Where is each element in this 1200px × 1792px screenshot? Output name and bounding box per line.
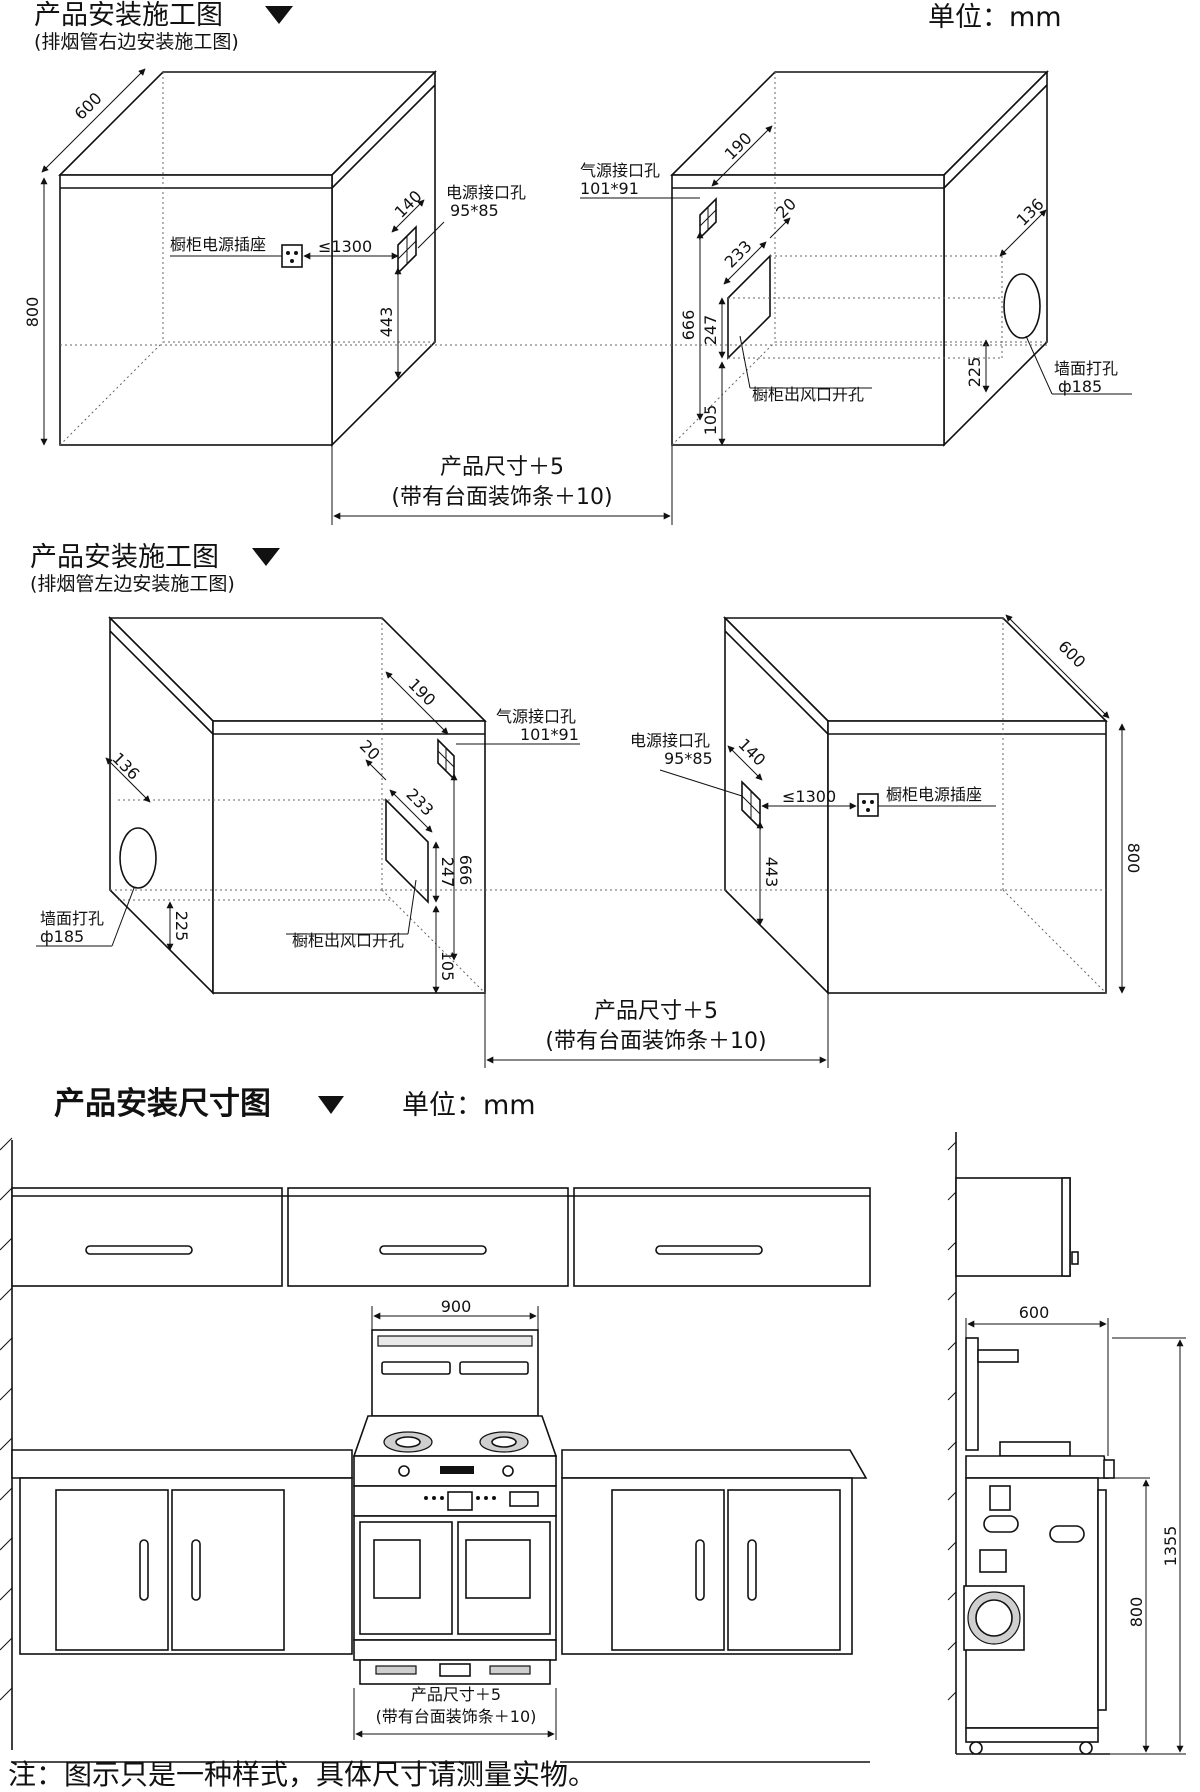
distance-dimension: ≤1300 <box>318 237 372 256</box>
gas-hole-label: 气源接口孔 <box>580 161 660 180</box>
stove-front <box>352 1329 558 1685</box>
cabinet-front-face <box>671 174 945 446</box>
wall-hole-icon <box>1003 273 1041 339</box>
power-hole-label: 电源接口孔 <box>446 183 526 202</box>
section1-subtitle: (排烟管右边安装施工图) <box>34 31 239 53</box>
section1-gap-dimension: 产品尺寸＋5 (带有台面装饰条＋10) <box>60 344 1047 525</box>
section3-caption-line1: 产品尺寸＋5 <box>411 1685 501 1704</box>
cabinet-front-face <box>827 720 1107 994</box>
side-upper-cabinet <box>955 1177 1071 1277</box>
side-depth-dimension: 600 <box>1019 1303 1050 1322</box>
cabinet-door <box>611 1489 725 1651</box>
section2-left-cabinet: 136 225 墙面打孔 ф185 233 20 190 气源接口孔 101*9… <box>36 616 580 995</box>
stove-cooktop <box>352 1415 558 1457</box>
knob-icon <box>502 1465 514 1477</box>
upper-cabinet-1 <box>11 1187 283 1287</box>
cabinet-door <box>171 1489 285 1651</box>
kitchen-side-view: 600 800 1355 <box>947 1132 1186 1755</box>
kitchen-front-view: 900 产品尺寸＋5 (带有台面装饰条＋10) <box>0 1137 871 1763</box>
section3-header: 产品安装尺寸图 单位：mm <box>54 1086 536 1122</box>
side-backsplash <box>965 1337 979 1451</box>
side-burner <box>999 1441 1071 1457</box>
vent-label: 橱柜出风口开孔 <box>292 931 404 950</box>
side-cooktop <box>965 1455 1109 1479</box>
wall-hole-size: ф185 <box>1058 377 1102 396</box>
power-hole-size: 95*85 <box>450 201 499 220</box>
cabinet-door <box>55 1489 169 1651</box>
section2-title-triangle-icon <box>252 548 280 566</box>
knob-icon <box>398 1465 410 1477</box>
distance-dimension: ≤1300 <box>782 787 836 806</box>
display-icon <box>440 1466 474 1474</box>
socket-label: 橱柜电源插座 <box>170 235 266 254</box>
gas-hole-label: 气源接口孔 <box>496 707 576 726</box>
footer-note: 注：图示只是一种样式，具体尺寸请测量实物。 <box>8 1758 596 1791</box>
cabinet-door <box>727 1489 841 1651</box>
wall-hole-size: ф185 <box>40 927 84 946</box>
wall-height: 225 <box>172 911 191 942</box>
vent-bottom: 105 <box>701 405 720 436</box>
section3-unit: 单位：mm <box>402 1090 536 1121</box>
depth-dimension: 600 <box>1054 637 1089 672</box>
section1-right-cabinet: 气源接口孔 101*91 190 233 20 666 247 105 橱柜出风… <box>580 70 1132 447</box>
socket-icon <box>281 244 303 268</box>
caster-icon <box>1079 1741 1093 1755</box>
depth-dimension: 600 <box>71 89 106 124</box>
vent-bottom: 105 <box>438 951 457 982</box>
side-valve-icon <box>989 1485 1011 1511</box>
section1-title: 产品安装施工图 <box>34 0 223 31</box>
cabinet-front-face <box>59 174 333 446</box>
wall-height: 225 <box>965 357 984 388</box>
socket-icon <box>857 793 879 817</box>
power-hole-height: 443 <box>377 307 396 338</box>
gas-hole-size: 101*91 <box>580 179 639 198</box>
section1-header: 产品安装施工图 (排烟管右边安装施工图) 单位：mm <box>34 0 1062 53</box>
section3-caption-line2: (带有台面装饰条＋10) <box>376 1707 537 1726</box>
section2-header: 产品安装施工图 (排烟管左边安装施工图) <box>30 542 280 595</box>
section3-title: 产品安装尺寸图 <box>54 1086 271 1122</box>
left-countertop <box>11 1449 353 1479</box>
wall-hole-label: 墙面打孔 <box>40 909 104 928</box>
height-dimension: 800 <box>1124 843 1143 874</box>
section3-title-triangle-icon <box>318 1096 344 1114</box>
gas-hole-size: 101*91 <box>520 725 579 744</box>
power-hole-height: 443 <box>762 857 781 888</box>
power-hole-label: 电源接口孔 <box>630 731 710 750</box>
right-countertop <box>561 1449 868 1479</box>
section1-left-cabinet: 600 800 橱柜电源插座 ≤1300 电源接口孔 95*85 140 443 <box>23 68 526 447</box>
total-height-dimension: 1355 <box>1161 1526 1180 1567</box>
vent-height: 247 <box>701 315 720 346</box>
section2-title: 产品安装施工图 <box>30 542 219 573</box>
section2-subtitle: (排烟管左边安装施工图) <box>30 573 235 595</box>
section1-caption-line2: (带有台面装饰条＋10) <box>391 485 612 510</box>
power-hole-size: 95*85 <box>664 749 713 768</box>
wall-hole-icon <box>119 827 157 889</box>
section1-caption-line1: 产品尺寸＋5 <box>440 455 564 480</box>
caster-icon <box>969 1741 983 1755</box>
upper-cabinet-handle <box>379 1245 487 1255</box>
upper-cabinet-2 <box>287 1187 569 1287</box>
vent-height: 247 <box>438 857 457 888</box>
section1-unit: 单位：mm <box>928 2 1062 33</box>
upper-cabinet-3 <box>573 1187 871 1287</box>
height-dimension: 800 <box>23 297 42 328</box>
vent-label: 橱柜出风口开孔 <box>752 385 864 404</box>
section2-caption-line2: (带有台面装饰条＋10) <box>545 1029 766 1054</box>
stove-width-dimension: 900 <box>441 1297 472 1316</box>
upper-cabinet-handle <box>85 1245 193 1255</box>
section1-title-triangle-icon <box>265 6 293 24</box>
section2-gap-dimension: 产品尺寸＋5 (带有台面装饰条＋10) <box>110 889 1106 1068</box>
socket-label: 橱柜电源插座 <box>886 785 982 804</box>
gas-height: 666 <box>456 855 475 886</box>
section2-caption-line1: 产品尺寸＋5 <box>594 999 718 1024</box>
side-height-dimension: 800 <box>1127 1597 1146 1628</box>
section2-right-cabinet: 电源接口孔 95*85 140 ≤1300 橱柜电源插座 443 600 800 <box>630 614 1143 995</box>
wall-hole-label: 墙面打孔 <box>1054 359 1118 378</box>
gas-height: 666 <box>679 310 698 341</box>
upper-cabinet-handle <box>655 1245 763 1255</box>
